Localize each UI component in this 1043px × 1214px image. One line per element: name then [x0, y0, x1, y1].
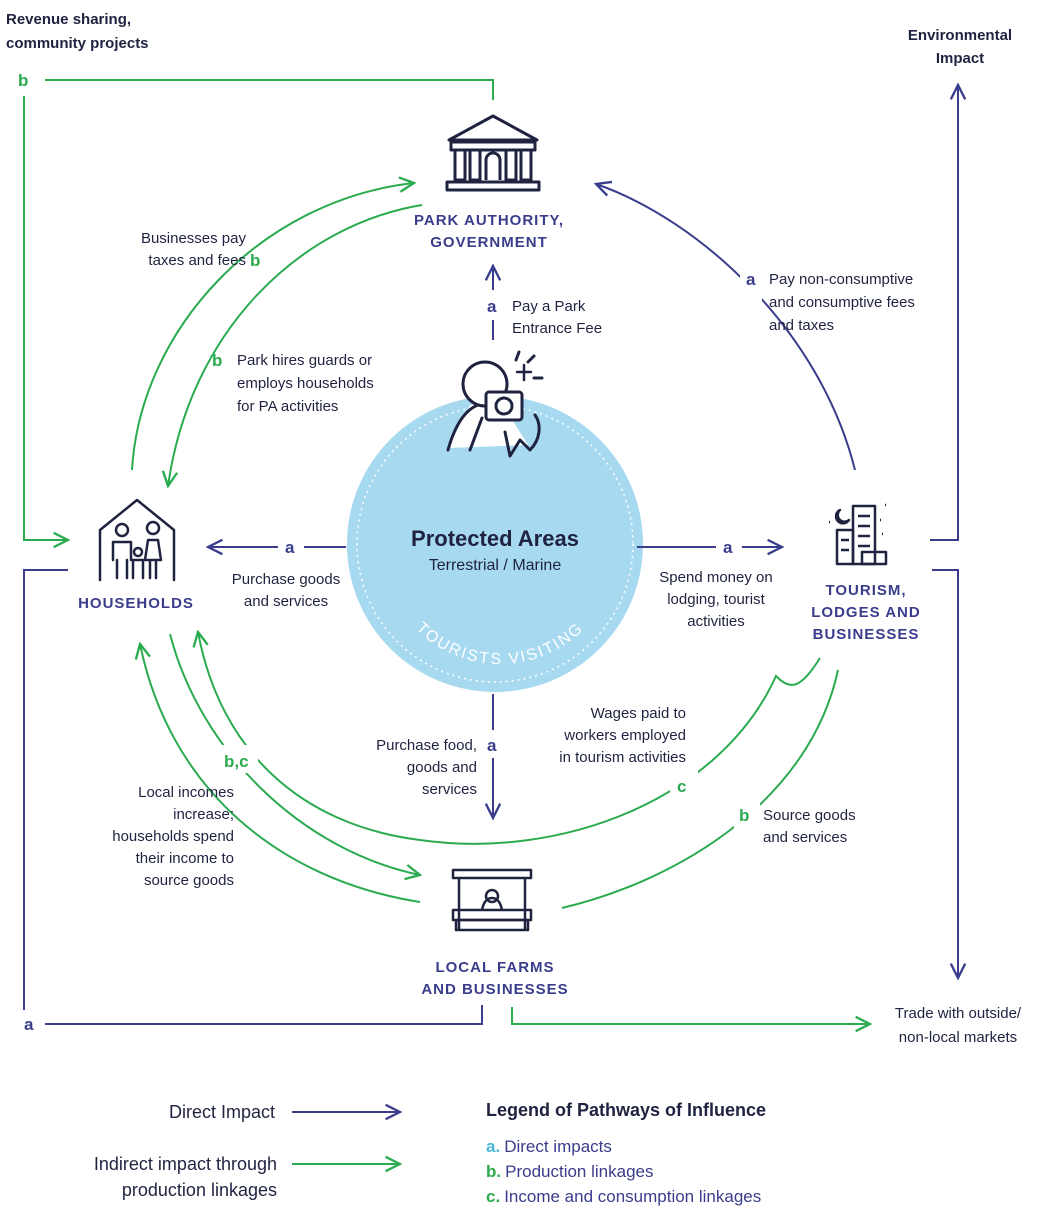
- purchase-goods-tag: a: [285, 538, 295, 557]
- farms-households-line-left: [23, 569, 68, 1010]
- market-stall-icon: [451, 868, 533, 932]
- environmental-impact-label-2: Impact: [936, 50, 984, 67]
- environmental-impact-arrow: [930, 85, 958, 541]
- protected-areas-title: Protected Areas: [411, 526, 579, 551]
- source-goods-tag: b: [739, 806, 749, 825]
- wages-tag: c: [677, 777, 686, 796]
- tourism-label-1: TOURISM,: [825, 582, 906, 599]
- household-family-icon: [98, 498, 176, 582]
- purchase-food-label-1: Purchase food,: [376, 737, 477, 754]
- spend-money-label-3: activities: [687, 613, 745, 630]
- entrance-fee-tag: a: [487, 297, 497, 316]
- farms-to-households-arrow: [140, 644, 421, 903]
- wages-label-3: in tourism activities: [559, 749, 686, 766]
- legend-direct-label: Direct Impact: [169, 1102, 275, 1122]
- revenue-sharing-line-top: [45, 79, 494, 100]
- local-incomes-label-5: source goods: [144, 872, 234, 889]
- local-incomes-tag: b,c: [224, 752, 249, 771]
- entrance-fee-label-2: Entrance Fee: [512, 320, 602, 337]
- environmental-impact-label-1: Environmental: [908, 27, 1012, 44]
- legend-item-a: a.Direct impacts: [486, 1137, 612, 1156]
- park-hires-tag: b: [212, 351, 222, 370]
- legend-item-c: c.Income and consumption linkages: [486, 1187, 761, 1206]
- park-authority-label-1: PARK AUTHORITY,: [414, 212, 564, 229]
- revenue-sharing-label-1: Revenue sharing,: [6, 11, 131, 28]
- park-hires-arrow: [168, 204, 423, 486]
- park-authority-label-2: GOVERNMENT: [430, 234, 548, 251]
- government-building-icon: [445, 114, 541, 192]
- hotel-building-icon: [829, 503, 888, 566]
- legend-title: Legend of Pathways of Influence: [486, 1100, 766, 1120]
- business-taxes-label-1: Businesses pay: [141, 230, 247, 247]
- legend-indirect-label-2: production linkages: [122, 1180, 277, 1200]
- legend-item-b: b.Production linkages: [486, 1162, 653, 1181]
- legend-indirect-label-1: Indirect impact through: [94, 1154, 277, 1174]
- local-incomes-label-1: Local incomes: [138, 784, 234, 801]
- local-farms-label-2: AND BUSINESSES: [421, 981, 568, 998]
- local-incomes-label-3: households spend: [112, 828, 234, 845]
- business-taxes-arrow: [131, 183, 414, 471]
- wages-arrow: [198, 632, 821, 845]
- purchase-food-label-3: services: [422, 781, 477, 798]
- source-goods-line: [561, 669, 839, 909]
- protected-areas-subtitle: Terrestrial / Marine: [429, 557, 562, 574]
- wages-label-1: Wages paid to: [591, 705, 686, 722]
- purchase-goods-label-1: Purchase goods: [232, 571, 340, 588]
- local-incomes-label-2: increase;: [173, 806, 234, 823]
- tourism-label-3: BUSINESSES: [813, 626, 920, 643]
- business-taxes-label-2: taxes and fees: [148, 252, 246, 269]
- trade-label-2: non-local markets: [899, 1029, 1017, 1046]
- source-goods-label-2: and services: [763, 829, 847, 846]
- park-hires-label-3: for PA activities: [237, 398, 338, 415]
- revenue-sharing-tag: b: [18, 71, 28, 90]
- protected-areas-circle: [347, 396, 643, 692]
- purchase-goods-label-2: and services: [244, 593, 328, 610]
- local-farms-label-1: LOCAL FARMS: [435, 959, 554, 976]
- revenue-sharing-arrow: [23, 96, 68, 540]
- households-label: HOUSEHOLDS: [78, 595, 194, 612]
- protected-areas-inner-ring: [356, 405, 634, 683]
- purchase-food-tag: a: [487, 736, 497, 755]
- farms-households-line: [45, 1005, 483, 1025]
- spend-money-tag: a: [723, 538, 733, 557]
- source-goods-label-1: Source goods: [763, 807, 856, 824]
- spend-money-label-1: Spend money on: [659, 569, 772, 586]
- non-consumptive-fees-label-2: and consumptive fees: [769, 294, 915, 311]
- households-to-farms-arrow: [169, 633, 420, 875]
- non-consumptive-fees-tag: a: [746, 270, 756, 289]
- park-hires-label-1: Park hires guards or: [237, 352, 372, 369]
- entrance-fee-label-1: Pay a Park: [512, 298, 586, 315]
- trade-label-1: Trade with outside/: [895, 1005, 1022, 1022]
- park-hires-label-2: employs households: [237, 375, 374, 392]
- farms-households-tag: a: [24, 1015, 34, 1034]
- wages-label-2: workers employed: [563, 727, 686, 744]
- trade-direct-arrow: [932, 569, 958, 978]
- revenue-sharing-label-2: community projects: [6, 35, 149, 52]
- non-consumptive-fees-label-3: and taxes: [769, 317, 834, 334]
- business-taxes-tag: b: [250, 251, 260, 270]
- spend-money-label-2: lodging, tourist: [667, 591, 765, 608]
- trade-indirect-arrow: [511, 1007, 870, 1024]
- local-incomes-label-4: their income to: [136, 850, 234, 867]
- tourist-camera-icon: [446, 350, 544, 458]
- tourism-label-2: LODGES AND: [811, 604, 920, 621]
- non-consumptive-fees-label-1: Pay non-consumptive: [769, 271, 913, 288]
- purchase-food-label-2: goods and: [407, 759, 477, 776]
